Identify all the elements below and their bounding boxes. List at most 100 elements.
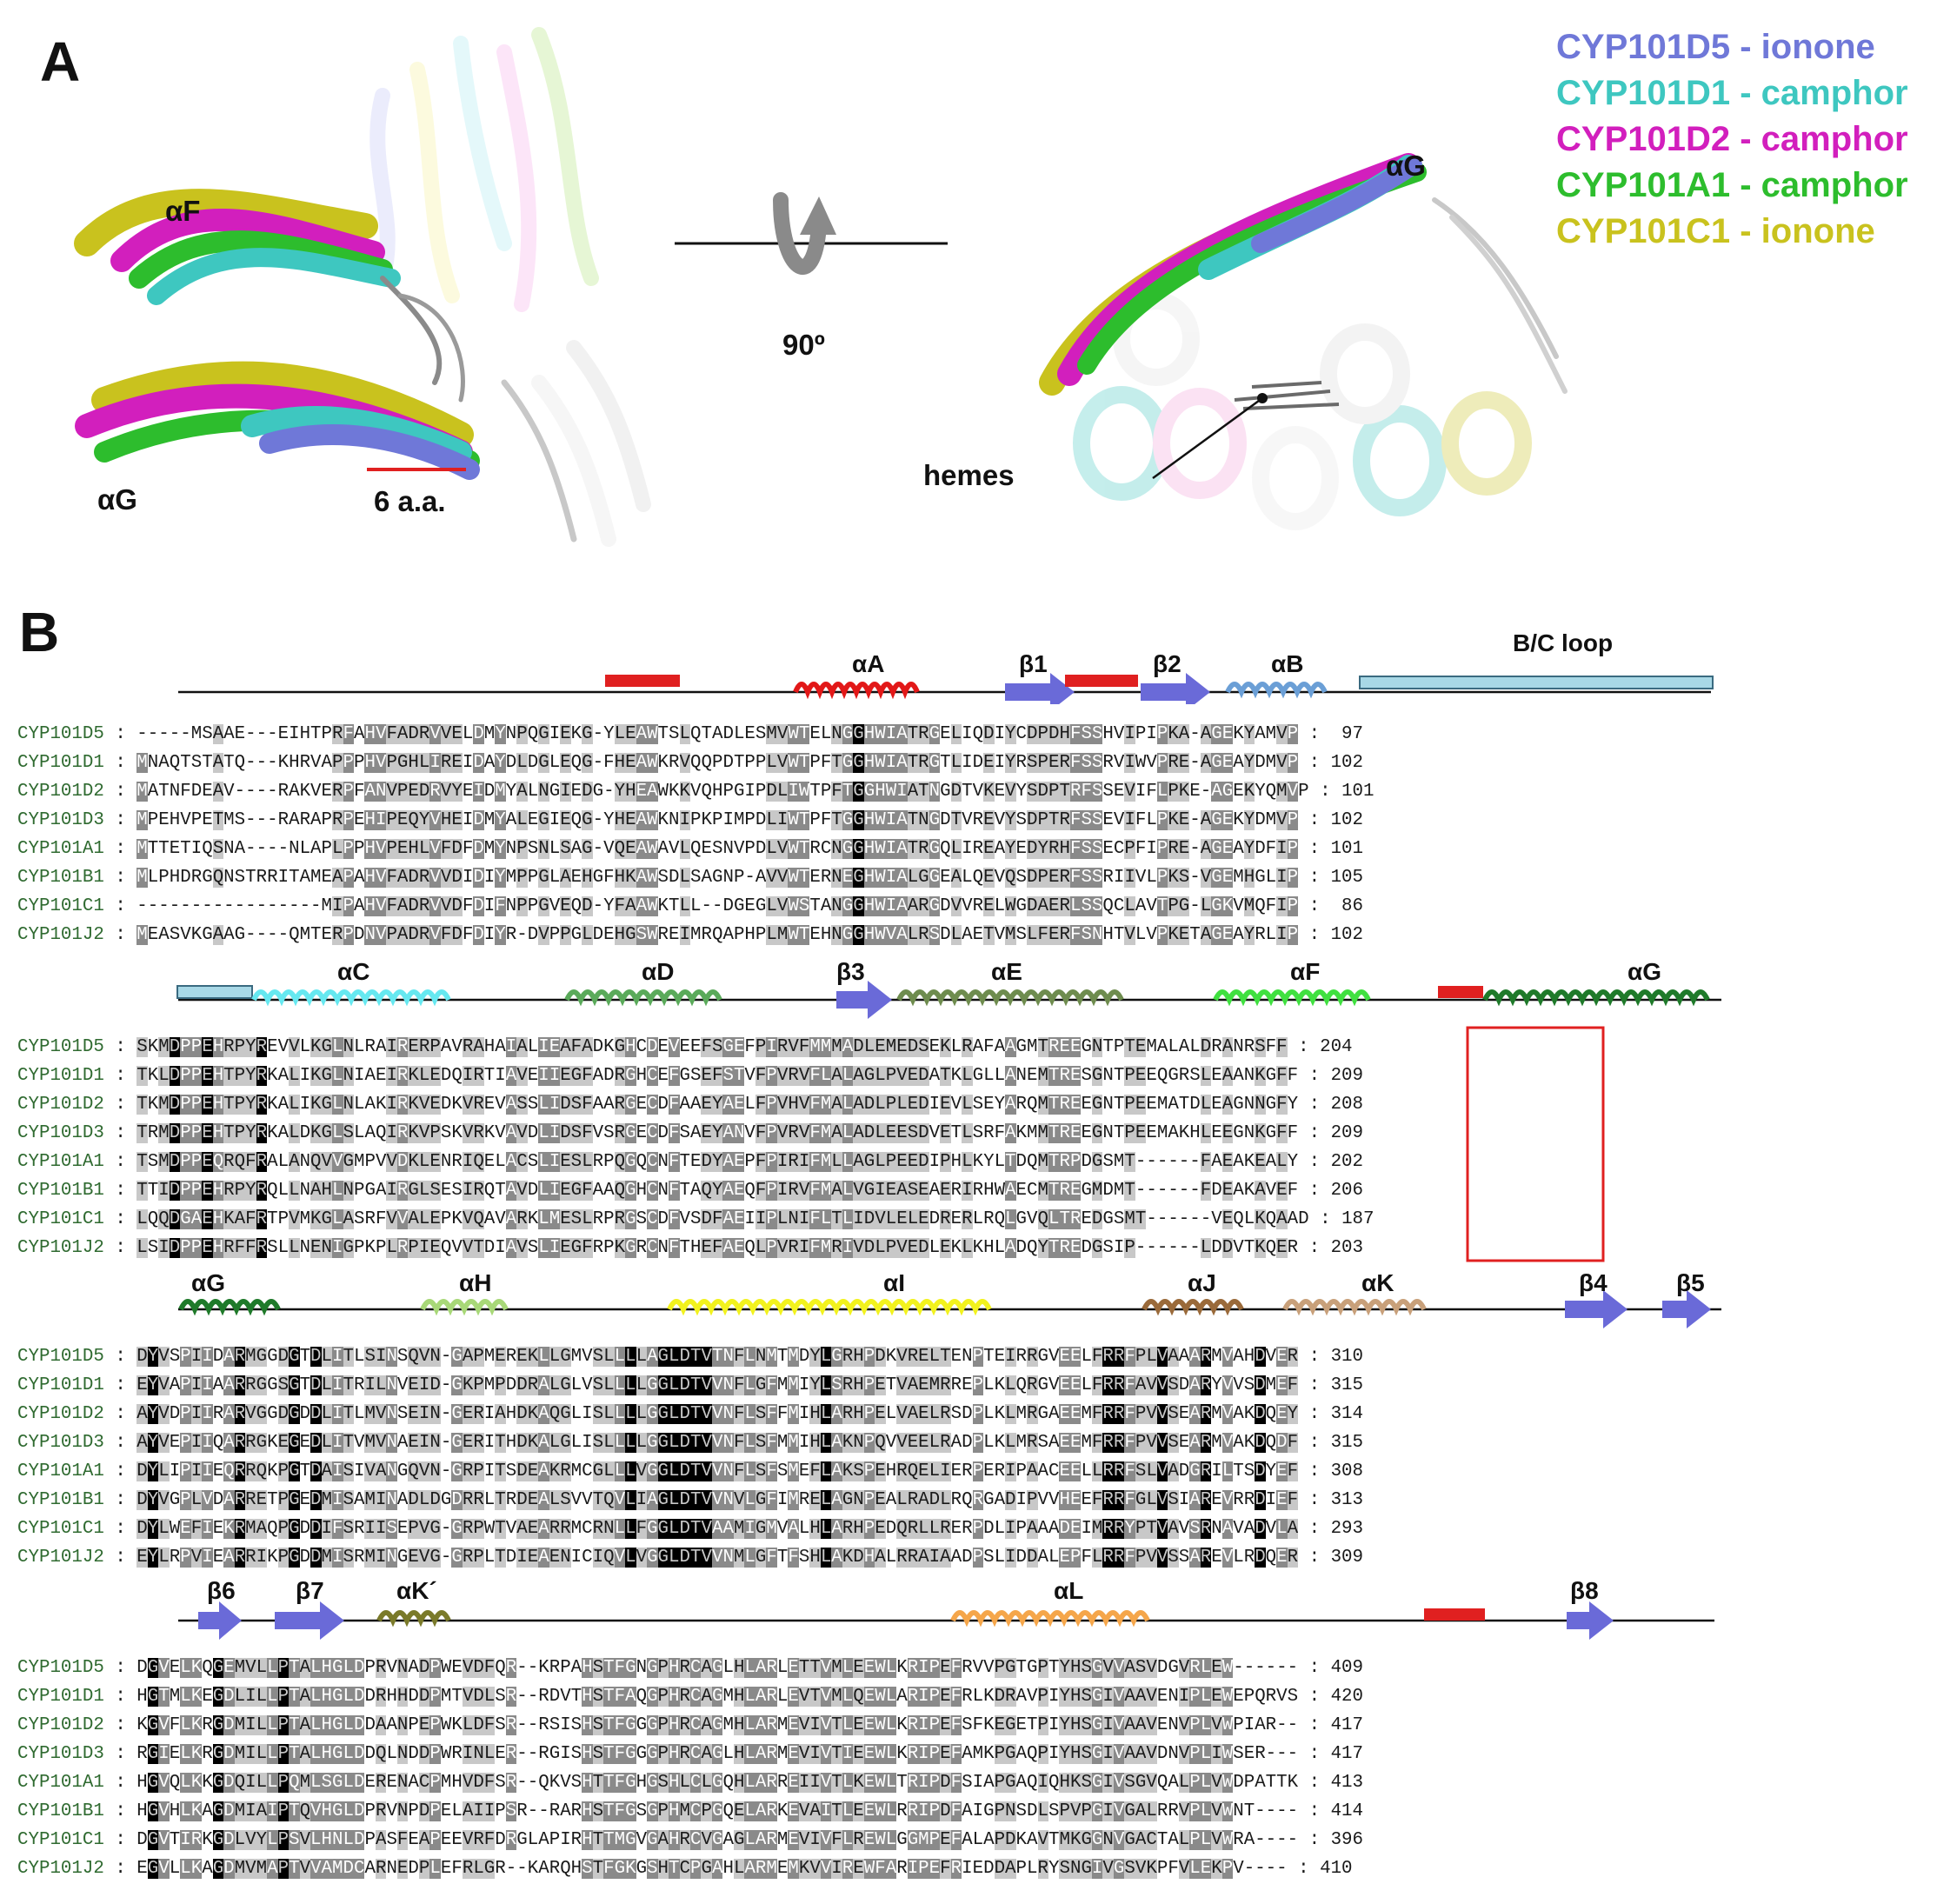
legend-ligand: ionone [1761,212,1875,250]
alignment-row: CYP101B1 : MLPHDRGQNSTRRITAMEAPAHVFADRVV… [17,868,1364,888]
topology-label: β2 [1153,650,1182,677]
highlight-box [1466,1026,1605,1262]
residue-count: 310 [1330,1347,1364,1367]
sequence-residues: DYLIPIIEQRRQKPGTDAISIVANGQVN-GRPITSDEAKR… [136,1461,1299,1481]
topology-label: αG [191,1269,225,1296]
panel-b-letter: B [19,601,60,663]
sequence-residues: DGVTIRKGDLVYLPSVLHNLDPASFEAPEEVRFDRGLAPI… [136,1830,1299,1850]
alignment-row: CYP101J2 : EGVLLKAGDMVMAPTVVAMDCARNEDPLE… [17,1859,1353,1879]
sequence-name: CYP101D3 [17,1433,104,1453]
residue-count: 208 [1330,1095,1364,1115]
sequence-residues: TRMDPPEHTPYRKALDKGLSLAQIRKVPSKVRKVAVDLID… [136,1123,1299,1143]
alignment-row: CYP101D2 : KGVFLKRGDMILLPTALHGLDDAANPEPW… [17,1715,1364,1735]
sequence-residues: RGIELKRGDMILLPTALHGLDDQLNDDPWRINLER--RGI… [136,1744,1299,1764]
sequence-name: CYP101D2 [17,1715,104,1735]
sequence-name: CYP101C1 [17,1209,104,1229]
sequence-residues: TTIDPPEHRPYRQLLNAHLNPGAIRGLSESIRQTAVDLIE… [136,1181,1299,1201]
rotation-label: 90º [782,329,825,361]
alignment-row: CYP101D5 : DGVELKQGEMVLLPTALHGLDPRVNADPW… [17,1658,1364,1678]
sequence-name: CYP101C1 [17,1519,104,1539]
sequence-residues: AYVDPIIRARVGGDGDDLITLMVNSEIN-GERIAHDKAQG… [136,1404,1299,1424]
topology-label: αC [337,958,370,985]
sequence-residues: TKMDPPEHTPYRKALIKGLNLAKIRKVEDKVREVASSLID… [136,1095,1299,1115]
sequence-name: CYP101C1 [17,896,104,916]
helix-g-label-left: αG [97,483,137,516]
topology-label: αE [991,958,1022,985]
sequence-residues: EYLRPVIEARRIKPGDDMISRMINGEVG-GRPLTDIEAEN… [136,1548,1299,1568]
alignment-row: CYP101A1 : DYLIPIIEQRRQKPGTDAISIVANGQVN-… [17,1461,1364,1481]
legend-ligand: camphor [1761,74,1908,112]
sequence-residues: TKLDPPEHTPYRKALIKGLNIAEIRKLEDQIRTIAVEIIE… [136,1066,1299,1086]
sequence-residues: -----------------MIPAHVFADRVVDFDIFNPPGVE… [136,896,1299,916]
residue-count: 209 [1330,1123,1364,1143]
residue-count: 101 [1330,839,1364,859]
sequence-residues: MLPHDRGQNSTRRITAMEAPAHVFADRVVDIDIYMPPGLA… [136,868,1299,888]
residue-count: 308 [1330,1461,1364,1481]
alignment-row: CYP101D1 : TKLDPPEHTPYRKALIKGLNIAEIRKLED… [17,1066,1364,1086]
topology-label: αB [1271,650,1304,677]
legend-ligand: ionone [1761,28,1875,66]
sequence-residues: SKMDPPEHRPYREVVLKGLNLRAIRERPAVRAHAIALIEA… [136,1037,1288,1057]
legend-entry: CYP101C1 - ionone [1556,212,1875,250]
alignment-row: CYP101D1 : EYVAPIIAARRGGSGTDLITRILNVEID-… [17,1375,1364,1395]
alignment-row: CYP101D5 : -----MSAAE---EIHTPRFAHVFADRVV… [17,724,1364,744]
residue-count: 204 [1320,1037,1353,1057]
sequence-name: CYP101D5 [17,1658,104,1678]
sequence-name: CYP101J2 [17,925,104,945]
legend-entry: CYP101D1 - camphor [1556,74,1908,112]
topology-label: B/C loop [1513,629,1614,656]
residue-count: 102 [1330,925,1364,945]
alignment-row: CYP101J2 : EYLRPVIEARRIKPGDDMISRMINGEVG-… [17,1548,1364,1568]
legend-ligand: camphor [1761,166,1908,204]
residue-count: 420 [1330,1687,1364,1707]
legend-label: CYP101D1 [1556,74,1731,112]
topology-block-3 [178,1290,1721,1328]
sequence-name: CYP101D1 [17,1375,104,1395]
heme-label: hemes [923,459,1015,491]
sequence-name: CYP101J2 [17,1859,104,1879]
sequence-residues: MTTETIQSNA----NLAPLPPHVPEHLVFDFDMYNPSNLS… [136,839,1299,859]
sequence-name: CYP101B1 [17,868,104,888]
legend-entry: CYP101D2 - camphor [1556,120,1908,158]
legend-entry: CYP101D5 - ionone [1556,28,1875,66]
residue-count: 409 [1330,1658,1364,1678]
legend-label: CYP101D5 [1556,28,1731,66]
sequence-residues: HGTMLKEGDLILLPTALHGLDDRHHDDPMTVDLSR--RDV… [136,1687,1299,1707]
sequence-residues: HGVHLKAGDMIAIPTQVHGLDPRVNPDPELAIIPSR--RA… [136,1801,1299,1821]
topology-label: αL [1054,1577,1084,1604]
residue-count: 413 [1330,1773,1364,1793]
topology-label: β4 [1579,1269,1608,1296]
sequence-residues: MATNFDEAV----RAKVERPFANVPEDRVYEIDMYALNGI… [136,782,1309,802]
alignment-row: CYP101A1 : TSMDPPEQRQFRALANQVVGMPVVDKLEN… [17,1152,1364,1172]
residue-count: 309 [1330,1548,1364,1568]
sequence-name: CYP101D5 [17,1037,104,1057]
sequence-name: CYP101D5 [17,724,104,744]
topology-label: β1 [1019,650,1048,677]
topology-label: αK [1361,1269,1395,1296]
residue-count: 417 [1330,1715,1364,1735]
residue-count: 314 [1330,1404,1364,1424]
alignment-row: CYP101D3 : TRMDPPEHTPYRKALDKGLSLAQIRKVPS… [17,1123,1364,1143]
alignment-row: CYP101D1 : HGTMLKEGDLILLPTALHGLDDRHHDDPM… [17,1687,1364,1707]
sequence-residues: -----MSAAE---EIHTPRFAHVFADRVVELDMYNPQGIE… [136,724,1299,744]
sequence-residues: AYVEPIIQARRGKEGEDLITVMVNAEIN-GERITHDKALG… [136,1433,1299,1453]
sequence-name: CYP101D5 [17,1347,104,1367]
sequence-name: CYP101D3 [17,1744,104,1764]
alignment-row: CYP101B1 : TTIDPPEHRPYRQLLNAHLNPGAIRGLSE… [17,1181,1364,1201]
sequence-name: CYP101A1 [17,839,104,859]
sequence-name: CYP101A1 [17,1152,104,1172]
topology-label: αG [1627,958,1661,985]
alignment-row: CYP101D5 : SKMDPPEHRPYREVVLKGLNLRAIRERPA… [17,1037,1353,1057]
topology-label: β3 [836,958,865,985]
residue-count: 102 [1330,753,1364,773]
topology-label: β8 [1570,1577,1599,1604]
residue-count: 102 [1330,810,1364,830]
alignment-row: CYP101B1 : HGVHLKAGDMIAIPTQVHGLDPRVNPDPE… [17,1801,1364,1821]
legend-label: CYP101A1 [1556,166,1731,204]
sequence-name: CYP101D3 [17,1123,104,1143]
residue-count: 206 [1330,1181,1364,1201]
legend-label: CYP101C1 [1556,212,1731,250]
helix-g-label-right: αG [1386,150,1426,182]
residue-count: 315 [1330,1375,1364,1395]
residue-count: 417 [1330,1744,1364,1764]
